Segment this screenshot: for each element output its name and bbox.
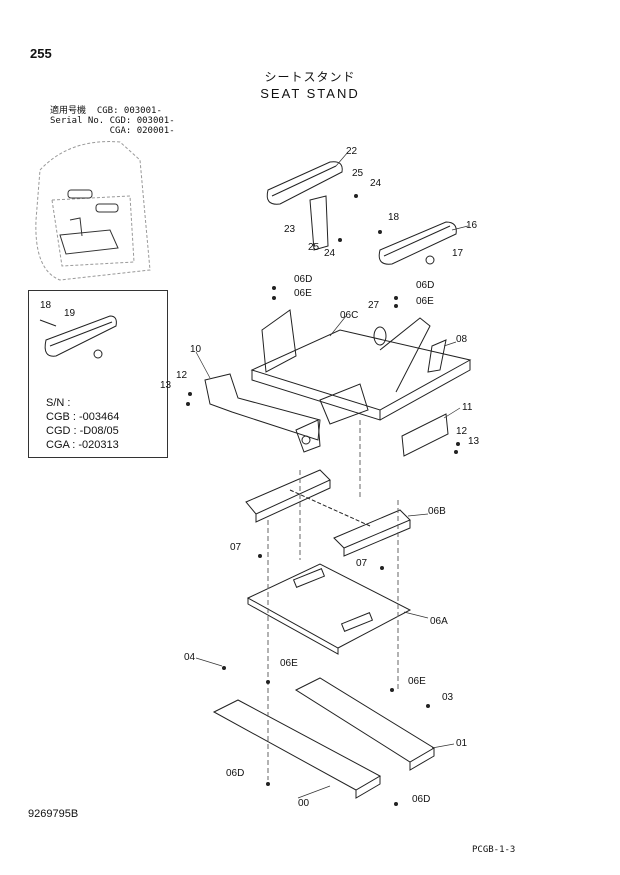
callout-label: 06D xyxy=(412,794,430,805)
alignment-lines xyxy=(267,420,399,780)
title-japanese: シートスタンド xyxy=(264,70,356,84)
lower-rail-01 xyxy=(294,677,435,771)
callout-label: 06E xyxy=(416,296,434,307)
callout-label: 27 xyxy=(368,300,380,311)
inset-box xyxy=(28,290,168,458)
callout-label: 12 xyxy=(456,426,468,437)
cap-17 xyxy=(425,255,435,265)
lever-08 xyxy=(427,339,447,373)
inset-armrest xyxy=(39,315,117,359)
callout-label: 07 xyxy=(230,542,242,553)
page-number: 255 xyxy=(30,46,52,61)
serial-line: Serial No. CGD: 003001- xyxy=(50,116,175,126)
serial-line: 適用号機 CGB: 003001- xyxy=(50,106,162,116)
suspension-rail-assembly xyxy=(245,469,411,557)
slide-rail-left xyxy=(204,373,321,453)
callout-label: 06E xyxy=(294,288,312,299)
callout-label: 25 xyxy=(352,168,364,179)
armrest-right xyxy=(378,221,457,265)
inset-callout: 19 xyxy=(64,308,76,319)
callout-label: 07 xyxy=(356,558,368,569)
fasteners xyxy=(186,194,460,806)
ring-27 xyxy=(373,326,387,346)
callout-label: 06D xyxy=(226,768,244,779)
sn-line: CGA : -020313 xyxy=(46,439,119,451)
seat-base-frame xyxy=(250,309,472,425)
callout-label: 08 xyxy=(456,334,468,345)
callout-label: 11 xyxy=(462,402,473,413)
document-number: 9269795B xyxy=(28,808,79,820)
title-english: SEAT STAND xyxy=(260,86,360,101)
side-plate-right xyxy=(401,413,449,457)
callout-label: 10 xyxy=(190,344,202,355)
callout-label: 01 xyxy=(456,738,468,749)
callout-label: 06D xyxy=(294,274,312,285)
armrest-bracket xyxy=(309,195,329,251)
callout-label: 00 xyxy=(298,798,310,809)
serial-number-block: 適用号機 CGB: 003001-Serial No. CGD: 003001-… xyxy=(50,106,175,136)
callout-label: 13 xyxy=(160,380,172,391)
callout-label: 03 xyxy=(442,692,454,703)
sn-label: S/N : xyxy=(46,397,71,409)
armrest-left xyxy=(266,161,343,205)
callout-label: 06D xyxy=(416,280,434,291)
callout-label: 06A xyxy=(430,616,448,627)
inset-serial-info: S/N : CGB : -003464 CGD : -D08/05 CGA : … xyxy=(46,396,119,452)
callout-label: 04 xyxy=(184,652,196,663)
sn-line: CGD : -D08/05 xyxy=(46,425,119,437)
callout-label: 25 xyxy=(308,242,320,253)
callout-label: 18 xyxy=(388,212,400,223)
cab-overview-sketch xyxy=(35,141,151,281)
serial-line: CGA: 020001- xyxy=(50,126,175,136)
callout-label: 22 xyxy=(346,146,358,157)
callout-label: 17 xyxy=(452,248,464,259)
callout-label: 24 xyxy=(370,178,382,189)
leader-lines xyxy=(195,151,469,799)
callout-label: 06E xyxy=(280,658,298,669)
sn-line: CGB : -003464 xyxy=(46,411,120,423)
lower-rail-00 xyxy=(212,699,382,799)
callout-label: 23 xyxy=(284,224,296,235)
inset-callout: 18 xyxy=(40,300,52,311)
callout-label: 24 xyxy=(324,248,336,259)
callout-label: 16 xyxy=(466,220,478,231)
callout-label: 06B xyxy=(428,506,446,517)
callout-label: 06C xyxy=(340,310,358,321)
base-plate xyxy=(246,563,412,655)
callout-label: 06E xyxy=(408,676,426,687)
callout-label: 13 xyxy=(468,436,480,447)
cab-seat-sketch xyxy=(59,189,119,255)
callout-label: 12 xyxy=(176,370,188,381)
page-code: PCGB-1-3 xyxy=(472,845,516,855)
